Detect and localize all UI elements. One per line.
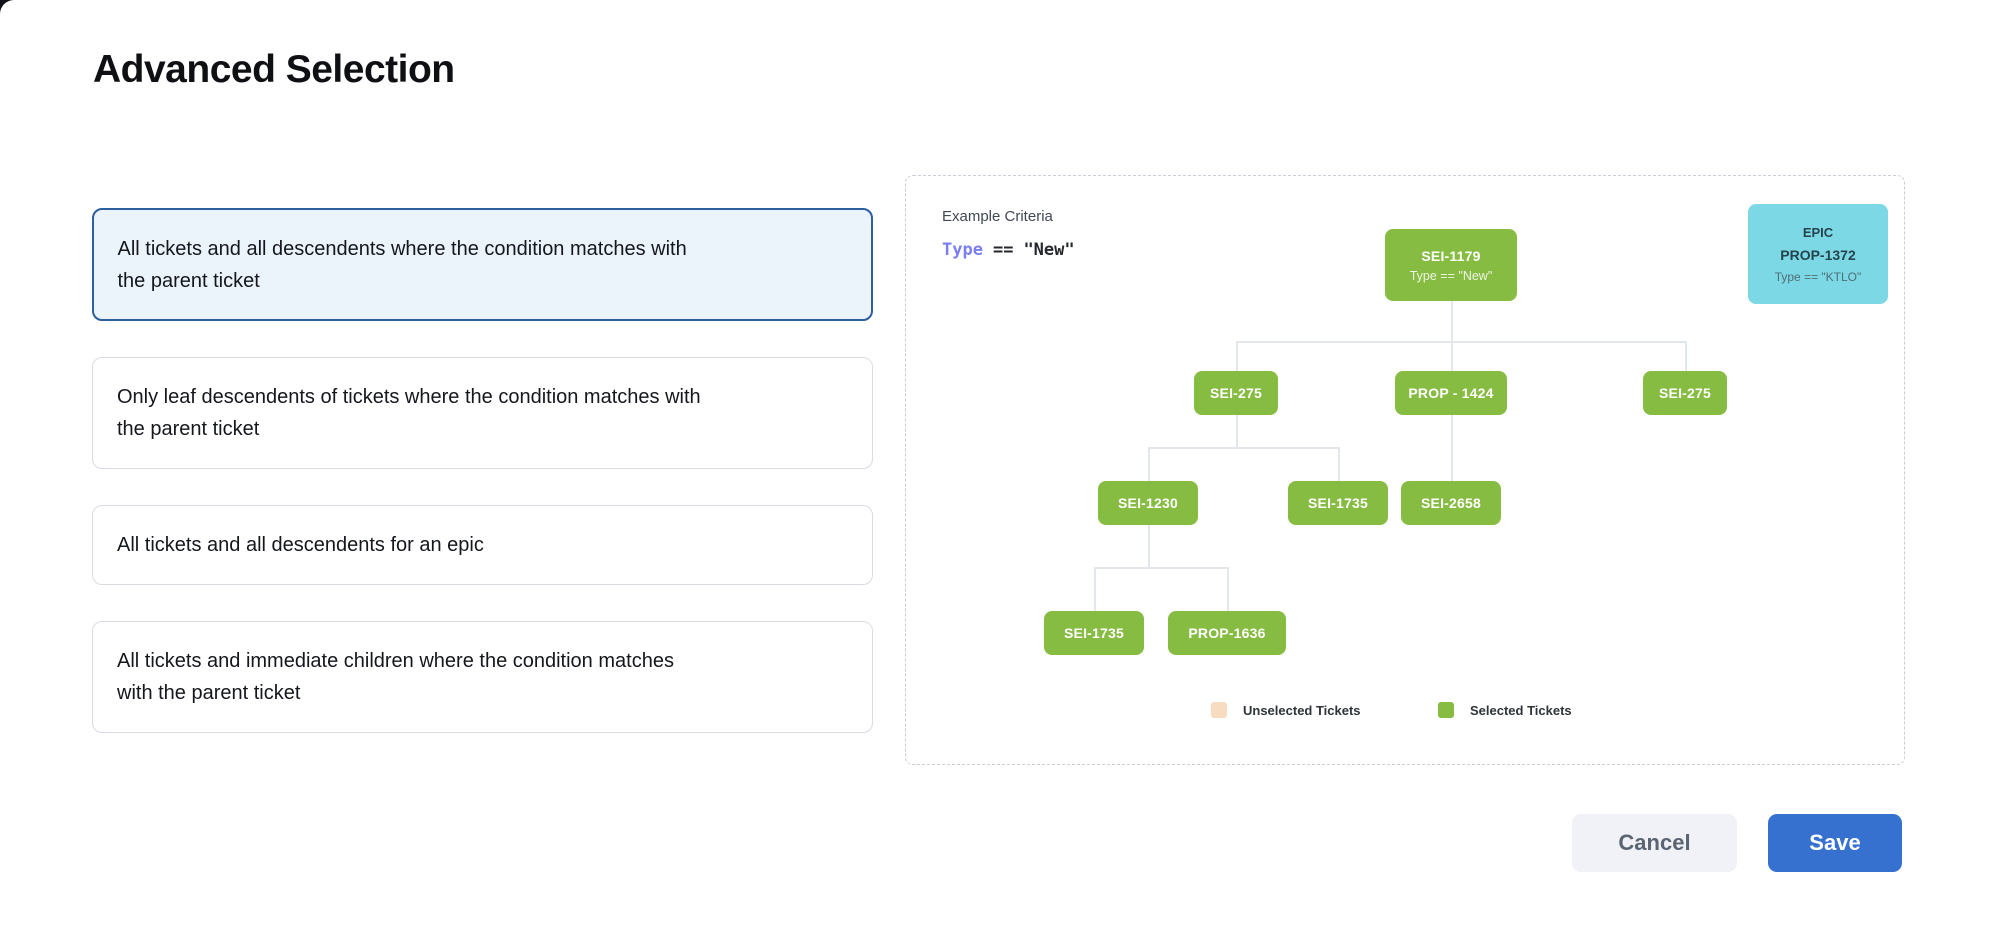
tree-node-root: SEI-1179 Type == "New" bbox=[1385, 229, 1517, 301]
tree-connector bbox=[1451, 341, 1453, 371]
tree-connector bbox=[1685, 341, 1687, 371]
save-button[interactable]: Save bbox=[1768, 814, 1902, 872]
tree-node-id: SEI-275 bbox=[1210, 385, 1262, 401]
tree-node: SEI-1735 bbox=[1288, 481, 1388, 525]
tree-node-id: PROP-1636 bbox=[1188, 625, 1266, 641]
tree-connector bbox=[1236, 415, 1238, 447]
tree-node-condition: Type == "New" bbox=[1409, 268, 1493, 283]
tree-connector bbox=[1094, 567, 1096, 611]
tree-node: SEI-1230 bbox=[1098, 481, 1198, 525]
tree-connector bbox=[1338, 447, 1340, 481]
option-leaf-descendents-condition[interactable]: Only leaf descendents of tickets where t… bbox=[92, 357, 873, 469]
tree-connector bbox=[1451, 301, 1453, 341]
epic-condition: Type == "KTLO" bbox=[1774, 269, 1862, 284]
tree-node-id: SEI-1230 bbox=[1118, 495, 1178, 511]
option-label: All tickets and all descendents where th… bbox=[117, 237, 687, 292]
criteria-field: Type bbox=[942, 240, 983, 260]
epic-type-label: EPIC bbox=[1802, 224, 1834, 240]
page-title: Advanced Selection bbox=[93, 48, 455, 91]
epic-card: EPIC PROP-1372 Type == "KTLO" bbox=[1748, 204, 1888, 304]
option-all-descendents-condition[interactable]: All tickets and all descendents where th… bbox=[92, 208, 873, 321]
tree-connector bbox=[1148, 447, 1338, 449]
criteria-expression: Type == "New" bbox=[942, 240, 1075, 260]
example-criteria-label: Example Criteria bbox=[942, 208, 1053, 225]
tree-node-id: SEI-1735 bbox=[1064, 625, 1124, 641]
legend-selected: Selected Tickets bbox=[1438, 702, 1572, 718]
tree-node-id: SEI-1179 bbox=[1421, 247, 1481, 264]
tree-node-id: SEI-2658 bbox=[1421, 495, 1481, 511]
tree-connector bbox=[1227, 567, 1229, 611]
legend-unselected: Unselected Tickets bbox=[1211, 702, 1361, 718]
legend-label: Selected Tickets bbox=[1470, 702, 1572, 718]
tree-node: PROP - 1424 bbox=[1395, 371, 1507, 415]
legend-label: Unselected Tickets bbox=[1243, 702, 1361, 718]
example-preview-panel: Example Criteria Type == "New" EPIC PROP-1… bbox=[905, 175, 1905, 765]
tree-node-id: SEI-1735 bbox=[1308, 495, 1368, 511]
tree-connector bbox=[1236, 341, 1685, 343]
option-immediate-children-condition[interactable]: All tickets and immediate children where… bbox=[92, 621, 873, 733]
option-label: All tickets and all descendents for an e… bbox=[117, 534, 484, 556]
tree-connector bbox=[1236, 341, 1238, 371]
tree-node: PROP-1636 bbox=[1168, 611, 1286, 655]
tree-node: SEI-275 bbox=[1194, 371, 1278, 415]
tree-connector bbox=[1094, 567, 1227, 569]
tree-node: SEI-2658 bbox=[1401, 481, 1501, 525]
unselected-swatch-icon bbox=[1211, 702, 1227, 718]
option-label: Only leaf descendents of tickets where t… bbox=[117, 386, 701, 440]
option-all-descendents-epic[interactable]: All tickets and all descendents for an e… bbox=[92, 505, 873, 585]
tree-node: SEI-1735 bbox=[1044, 611, 1144, 655]
tree-connector bbox=[1451, 415, 1453, 481]
selected-swatch-icon bbox=[1438, 702, 1454, 718]
criteria-operator: == bbox=[992, 240, 1014, 260]
tree-node-id: SEI-275 bbox=[1659, 385, 1711, 401]
epic-id: PROP-1372 bbox=[1780, 246, 1856, 263]
tree-node: SEI-275 bbox=[1643, 371, 1727, 415]
cancel-button[interactable]: Cancel bbox=[1572, 814, 1737, 872]
selection-options: All tickets and all descendents where th… bbox=[92, 208, 873, 733]
criteria-value: "New" bbox=[1023, 240, 1075, 260]
tree-connector bbox=[1148, 525, 1150, 567]
option-label: All tickets and immediate children where… bbox=[117, 650, 674, 704]
tree-connector bbox=[1148, 447, 1150, 481]
tree-node-id: PROP - 1424 bbox=[1408, 385, 1494, 401]
